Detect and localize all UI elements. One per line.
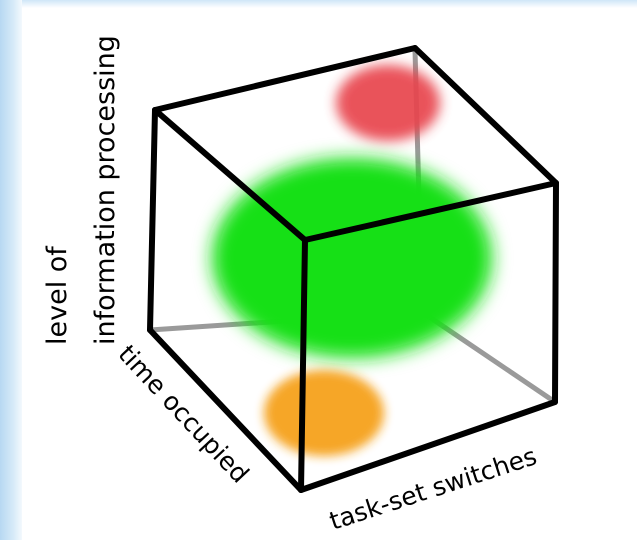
- edge-left-vertical: [150, 110, 155, 330]
- y-axis-label-line2: information processing: [90, 35, 121, 345]
- red-blob: [336, 65, 440, 141]
- edge-right-vertical: [555, 183, 556, 402]
- edge-front-vertical: [301, 240, 305, 490]
- y-axis-label-line1: level of: [42, 245, 73, 345]
- orange-blob: [264, 370, 384, 456]
- x-axis-label-right: task-set switches: [326, 441, 540, 535]
- green-blob: [212, 158, 492, 358]
